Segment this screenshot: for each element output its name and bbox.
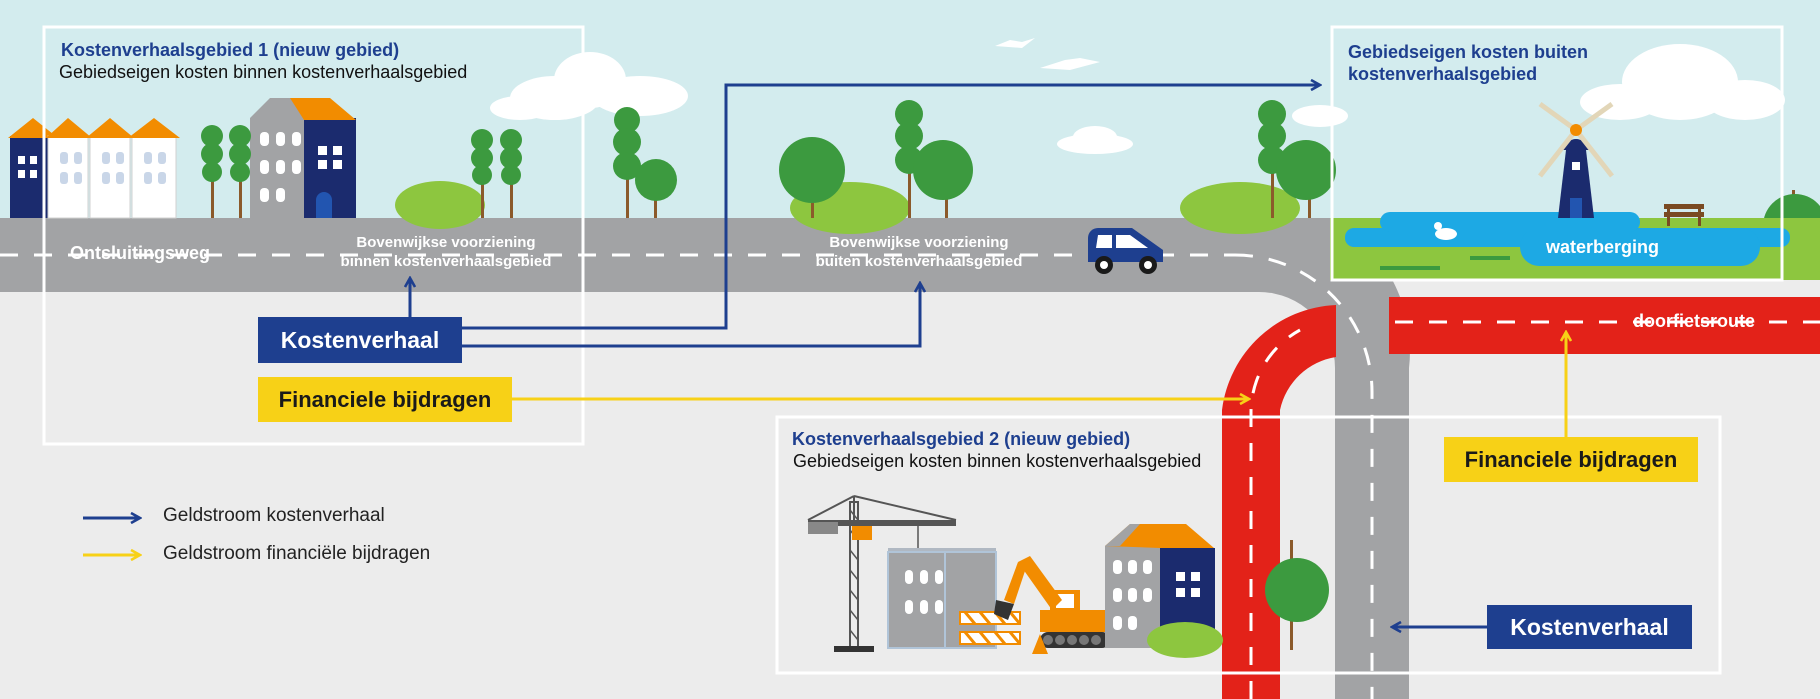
financiele-bijdragen-box-right: Financiele bijdragen: [1444, 437, 1698, 482]
inside-facility-label: Bovenwijkse voorziening binnen kostenver…: [326, 233, 566, 271]
area1-boundary: [42, 25, 585, 446]
duck-icon: [1434, 222, 1457, 240]
kostenverhaal-box: Kostenverhaal: [258, 317, 462, 363]
car-icon: [1088, 228, 1163, 274]
trees-icon: [201, 100, 1820, 650]
waterberging-label: waterberging: [1546, 237, 1660, 257]
park-area: [1330, 101, 1820, 280]
crane-icon: [807, 495, 957, 652]
apartment-building-icon: [250, 98, 356, 218]
barrier-icon: [959, 611, 1022, 645]
area1-title: Kostenverhaalsgebied 1 (nieuw gebied): [61, 40, 400, 60]
outside-area-title-line1: Gebiedseigen kosten buiten: [1348, 42, 1589, 62]
birds-icon: [995, 38, 1100, 70]
bijdragen-flow-arrows: [512, 332, 1566, 437]
flow-arrow-to-outside-road: [462, 283, 920, 348]
building-under-construction-icon: [887, 548, 997, 649]
legend-arrows: [83, 518, 140, 555]
excavator-icon: [994, 556, 1110, 654]
area1-subtitle: Gebiedseigen kosten binnen kostenverhaal…: [59, 62, 468, 82]
road-curve: [1259, 218, 1411, 699]
outside-facility-label-line2: buiten kostenverhaalsgebied: [815, 253, 1023, 270]
outside-area-boundary: [1330, 25, 1784, 282]
outside-facility-label: Bovenwijkse voorziening buiten kostenver…: [799, 233, 1039, 271]
kostenverhaal-flow-arrows: [410, 85, 1487, 627]
outside-facility-label-line1: Bovenwijkse voorziening: [829, 234, 1009, 251]
legend-item-kostenverhaal: Geldstroom kostenverhaal: [163, 505, 385, 526]
building-2-icon: [1105, 524, 1223, 658]
kostenverhaal-box-area2: Kostenverhaal: [1487, 605, 1692, 649]
financiele-bijdragen-box-left: Financiele bijdragen: [258, 377, 512, 422]
bench-icon: [1664, 204, 1704, 226]
inside-facility-label-line2: binnen kostenverhaalsgebied: [340, 253, 552, 270]
windmill-icon: [1538, 101, 1614, 218]
legend-item-bijdragen: Geldstroom financiële bijdragen: [163, 543, 431, 564]
doorfietsroute-label: doorfietsroute: [1633, 311, 1756, 331]
area2-title: Kostenverhaalsgebied 2 (nieuw gebied): [792, 429, 1131, 449]
flow-arrow-to-outside-area: [462, 85, 1320, 330]
area2-boundary: [775, 415, 1722, 675]
doorfietsroute-strip: [1389, 297, 1820, 354]
clouds: [490, 44, 1785, 154]
area2-subtitle: Gebiedseigen kosten binnen kostenverhaal…: [793, 451, 1202, 471]
houses-row-icon: [8, 118, 180, 219]
outside-area-title-line2: kostenverhaalsgebied: [1348, 64, 1538, 84]
ontsluitingsweg-label: Ontsluitingsweg: [70, 243, 211, 263]
inside-facility-label-line1: Bovenwijkse voorziening: [356, 234, 536, 251]
construction-site-icon: [807, 495, 1223, 658]
